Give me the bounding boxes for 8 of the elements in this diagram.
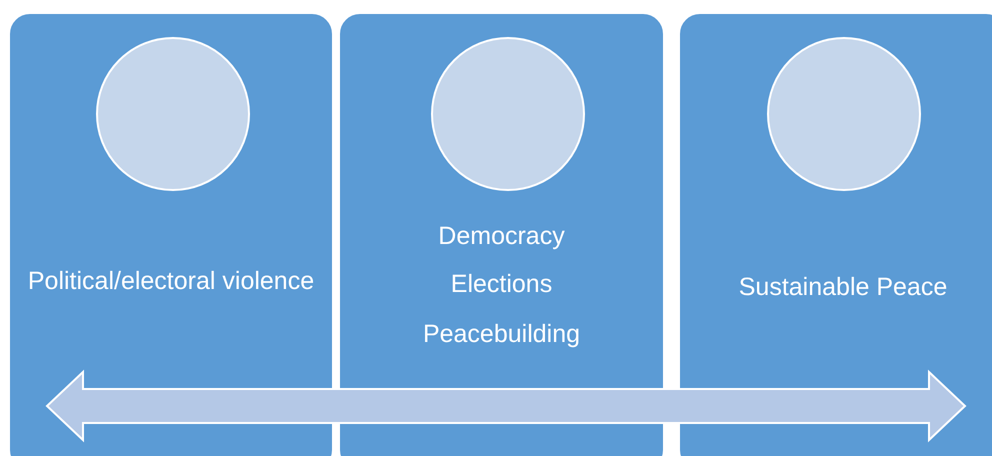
panel-text: Sustainable Peace: [738, 272, 948, 303]
panel: [678, 12, 992, 456]
panel: [338, 12, 665, 456]
panel-text: Political/electoral violence: [26, 266, 316, 297]
panel: [8, 12, 334, 456]
panel-text: Elections: [450, 269, 554, 300]
panel-text: Peacebuilding: [422, 319, 582, 350]
panel-text: Democracy: [437, 221, 566, 252]
